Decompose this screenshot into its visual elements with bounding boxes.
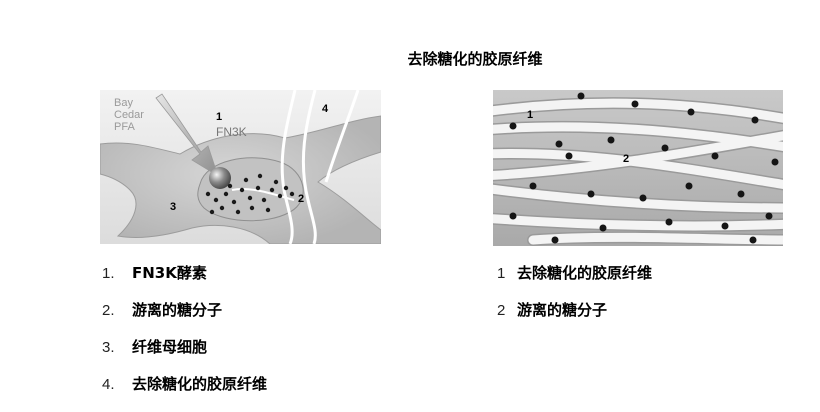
drug-arrow — [155, 93, 219, 177]
free-sugar-molecules — [509, 92, 779, 244]
marker-4: 4 — [322, 103, 329, 115]
marker-1: 1 — [216, 111, 222, 123]
item-number: 2 — [497, 302, 506, 319]
fibroblast-illustration: Bay Cedar PFA FN3K 1 2 3 4 — [100, 90, 381, 244]
fiber-marker-1: 1 — [527, 109, 533, 121]
drug-label-line-2: Cedar — [114, 109, 144, 121]
list-item: 1. FN3K酵素 — [102, 260, 267, 286]
cell-labels: Bay Cedar PFA FN3K 1 2 3 4 — [114, 97, 329, 213]
list-item: 2. 游离的糖分子 — [102, 297, 267, 323]
marker-3: 3 — [170, 201, 176, 213]
drug-label-line-3: PFA — [114, 121, 135, 133]
item-label: 游离的糖分子 — [132, 301, 223, 319]
item-label: 纤维母细胞 — [132, 338, 208, 356]
collagen-fibers — [493, 97, 783, 246]
list-item: 1 去除糖化的胶原纤维 — [497, 260, 652, 286]
fiber-strand-c — [324, 90, 360, 183]
fiber-strand-b — [301, 90, 317, 244]
marker-2: 2 — [298, 193, 304, 205]
item-number: 3. — [102, 339, 115, 356]
fiber-strand-a — [280, 90, 297, 244]
collagen-fibers-illustration: 1 2 — [493, 90, 783, 246]
item-label: 去除糖化的胶原纤维 — [517, 264, 653, 282]
fiber-legend-list: 1 去除糖化的胶原纤维 2 游离的糖分子 — [497, 260, 652, 334]
list-item: 4. 去除糖化的胶原纤维 — [102, 371, 267, 397]
item-number: 4. — [102, 376, 115, 393]
fiber-strand-d — [231, 187, 295, 201]
item-label: 去除糖化的胶原纤维 — [132, 375, 268, 393]
item-number: 1. — [102, 265, 115, 282]
sugar-molecules — [205, 173, 295, 215]
list-item: 2 游离的糖分子 — [497, 297, 652, 323]
diagram-title: 去除糖化的胶原纤维 — [407, 50, 543, 68]
item-number: 1 — [497, 265, 506, 282]
list-item: 3. 纤维母细胞 — [102, 334, 267, 360]
fiber-marker-2: 2 — [623, 153, 629, 165]
item-label: 游离的糖分子 — [517, 301, 608, 319]
fn3k-enzyme-ball — [209, 167, 231, 189]
cell-legend-list: 1. FN3K酵素 2. 游离的糖分子 3. 纤维母细胞 4. 去除糖化的胶原纤维 — [102, 260, 267, 408]
item-number: 2. — [102, 302, 115, 319]
enzyme-label: FN3K — [216, 125, 247, 139]
drug-label-line-1: Bay — [114, 97, 133, 109]
item-label: FN3K酵素 — [132, 264, 207, 282]
